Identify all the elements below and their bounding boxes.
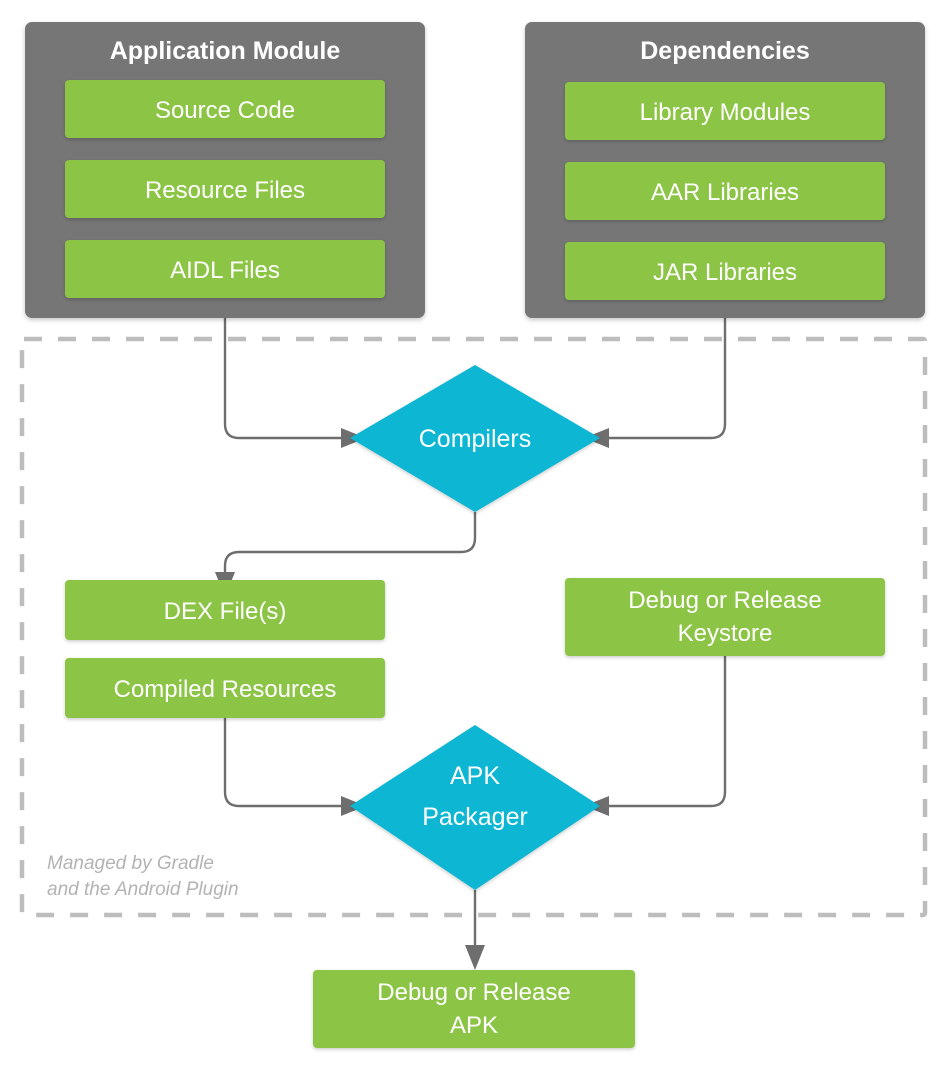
panel-dependencies-title: Dependencies: [640, 37, 810, 65]
process-compilers: Compilers: [350, 365, 600, 512]
artifact-output-apk-label-line1: Debug or Release: [377, 979, 570, 1006]
process-apk-packager: APK Packager: [350, 725, 600, 890]
chip-aidl-files-label: AIDL Files: [170, 257, 280, 284]
chip-aar-libraries: AAR Libraries: [565, 162, 885, 220]
chip-library-modules-label: Library Modules: [640, 99, 811, 126]
chip-library-modules: Library Modules: [565, 82, 885, 140]
artifact-output-apk-background: [313, 970, 635, 1048]
chip-jar-libraries-background: [565, 242, 885, 300]
chip-jar-libraries: JAR Libraries: [565, 242, 885, 300]
chip-aar-libraries-background: [565, 162, 885, 220]
chip-resource-files: Resource Files: [65, 160, 385, 218]
connector-app-module-to-compilers: [223, 318, 341, 440]
chip-resource-files-label: Resource Files: [145, 177, 305, 204]
gradle-managed-boundary: [19, 336, 928, 918]
gradle-note-line2: and the Android Plugin: [47, 879, 239, 900]
chip-aidl-files-background: [65, 240, 385, 298]
chip-aar-libraries-label: AAR Libraries: [651, 179, 799, 206]
chip-source-code-label: Source Code: [155, 97, 295, 124]
connector-resources-to-packager: [223, 718, 341, 808]
artifact-compiled-resources-label: Compiled Resources: [114, 676, 337, 703]
artifact-dex-files-background: [65, 580, 385, 640]
panel-application-module: Application Module Source Code Resource …: [25, 22, 425, 318]
artifact-keystore-label-line1: Debug or Release: [628, 587, 821, 614]
artifact-keystore: Debug or Release Keystore: [565, 578, 885, 656]
gradle-note: Managed by Gradle and the Android Plugin: [47, 853, 239, 900]
chip-aidl-files: AIDL Files: [65, 240, 385, 298]
artifact-output-apk-label-line2: APK: [450, 1012, 498, 1039]
process-compilers-label: Compilers: [419, 425, 532, 453]
chip-source-code: Source Code: [65, 80, 385, 138]
chip-source-code-background: [65, 80, 385, 138]
connector-dependencies-to-compilers: [609, 318, 727, 440]
chip-library-modules-background: [565, 82, 885, 140]
process-apk-packager-label-line2: Packager: [422, 803, 528, 831]
process-apk-packager-label-line1: APK: [450, 762, 500, 790]
panel-application-module-title: Application Module: [110, 37, 341, 65]
artifact-keystore-background: [565, 578, 885, 656]
connector-keystore-to-packager: [609, 655, 727, 808]
artifact-compiled-resources: Compiled Resources: [65, 658, 385, 718]
arrowhead-packager-to-apk: [465, 945, 485, 970]
gradle-note-line1: Managed by Gradle: [47, 853, 214, 874]
panel-dependencies: Dependencies Library Modules AAR Librari…: [525, 22, 925, 318]
process-compilers-shape: [350, 365, 600, 512]
artifact-dex-files: DEX File(s): [65, 580, 385, 640]
chip-resource-files-background: [65, 160, 385, 218]
artifact-dex-files-label: DEX File(s): [164, 598, 287, 625]
connector-compilers-to-dex: [223, 512, 477, 572]
process-apk-packager-shape: [350, 725, 600, 890]
artifact-compiled-resources-background: [65, 658, 385, 718]
artifact-keystore-label-line2: Keystore: [678, 620, 773, 647]
artifact-output-apk: Debug or Release APK: [313, 970, 635, 1048]
chip-jar-libraries-label: JAR Libraries: [653, 259, 797, 286]
